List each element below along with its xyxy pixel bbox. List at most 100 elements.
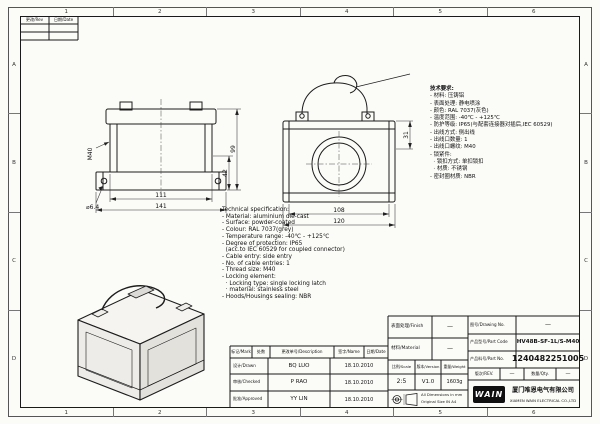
zone-label: 4 <box>299 7 394 16</box>
front-view: 111 141 99 42 M40 ⌀6.4 <box>86 99 241 213</box>
rev-header-description: 更改单号/Description <box>281 348 323 354</box>
weight-label: 重量/Weight <box>443 363 466 369</box>
drawing-no-value: — <box>545 321 551 329</box>
note-line: - 密封圈材质: NBR <box>430 173 476 180</box>
rev-header-mark: 标记/Mark <box>231 348 251 354</box>
zone-label: 1 <box>64 409 69 416</box>
company-name-en: XIAMEN WAIN ELECTRICAL CO.,LTD <box>509 398 577 404</box>
center-lines <box>306 131 372 197</box>
note-line: - Cable entry: side entry <box>222 253 292 260</box>
material-value: — <box>447 345 453 353</box>
dim-lower-height: 42 <box>222 169 229 177</box>
notes-en-title: Technical specification: <box>222 207 289 213</box>
scale-value: 2:5 <box>396 378 407 386</box>
note-line: - 出线口螺纹: M40 <box>430 144 476 151</box>
zone-strip-right: A B C D <box>580 16 592 408</box>
signature-role: 设计/Drawn <box>233 362 256 368</box>
dim-boss: 31 <box>403 131 410 139</box>
part-no-label: 产品料号/Part No. <box>470 356 504 362</box>
drawing-no-label: 图号/Drawing No. <box>470 321 505 327</box>
dim-overall-width: 141 <box>155 203 167 210</box>
zone-label: C <box>8 211 20 310</box>
latch-lug <box>361 111 375 122</box>
part-code-value: HV48B-SF-1L/S-M40 <box>516 339 580 346</box>
rev-header-count: 处数 <box>256 348 266 354</box>
zone-label: A <box>584 61 588 68</box>
notes-cn-title: 技术要求: <box>430 86 454 92</box>
qty-value: — <box>565 371 571 377</box>
note-line: - Locking element: <box>222 274 276 281</box>
hole-callout: ⌀6.4 <box>86 204 99 211</box>
dim-body-width: 108 <box>333 207 345 214</box>
dim-overall-width: 120 <box>333 218 345 225</box>
note-line: - 锁紧件: <box>430 151 452 158</box>
note-line: - Temperature range: -40℃ - +125℃ <box>222 233 330 240</box>
mm-note: All Dimensions in mm <box>421 392 463 397</box>
rev-strip-col1-label: 更改/Rev <box>25 16 44 22</box>
dim-body-width: 111 <box>155 192 167 199</box>
latch-lug <box>175 302 193 312</box>
zone-label: C <box>580 211 592 310</box>
latch-pivot-lug <box>189 101 203 111</box>
signature-name: BQ LUO <box>288 362 310 369</box>
note-line: - 出线口数量: 1 <box>430 137 468 144</box>
hood-body-side <box>282 120 396 203</box>
latch-pivot-lug <box>119 101 133 111</box>
zone-label: D <box>580 309 592 408</box>
finish-label: 表面处理/Finish <box>391 324 424 330</box>
latch-plate <box>127 285 155 299</box>
company-logo: WAIN <box>473 386 505 403</box>
note-line: · material: stainless steel <box>222 287 299 294</box>
weight-value: 1603g <box>446 379 463 385</box>
latch-lug <box>91 308 109 318</box>
zone-label: B <box>580 113 592 211</box>
note-line: - 材料: 压铸铝 <box>430 93 465 100</box>
mounting-hole <box>214 177 222 185</box>
zone-label: 5 <box>393 7 487 16</box>
latch-handle-line <box>355 73 411 88</box>
note-line: - Colour: RAL 7037(grey) <box>222 227 294 234</box>
note-line: - Degree of protection: IP65 <box>222 240 303 247</box>
note-line: · Locking type: single locking latch <box>222 280 326 287</box>
dim-height: 99 <box>230 145 237 153</box>
zone-label: D <box>8 309 20 408</box>
zone-label: 3 <box>206 408 300 417</box>
material-label: 材料/Material <box>391 346 420 352</box>
zone-label: 5 <box>393 408 487 417</box>
zone-label: 2 <box>112 408 207 417</box>
company-name-cn: 厦门唯恩电气有限公司 <box>512 386 574 394</box>
latch-hook <box>333 75 358 94</box>
note-line: · 材质: 不锈钢 <box>430 166 468 173</box>
rev-header-date: 日期/Date <box>366 348 386 354</box>
note-line: - Hoods/Housings sealing: NBR <box>222 294 312 301</box>
zone-label: 3 <box>206 7 300 16</box>
note-line: - Thread size: M40 <box>222 267 276 274</box>
signature-name: P RAO <box>290 379 308 386</box>
part-code-label: 产品型号/Part Code <box>470 339 508 345</box>
zone-label: 4 <box>299 408 394 417</box>
side-face <box>139 313 205 401</box>
part-no-value: 1240482251005 <box>511 354 585 364</box>
technical-notes-cn: 技术要求: - 材料: 压铸铝 - 表面处理: 静电喷涂 - 颜色: RAL 7… <box>430 86 580 181</box>
version-value: V1.0 <box>421 378 435 385</box>
size-note: Original Size IN A4 <box>421 399 457 404</box>
sheet-inner-border <box>20 16 580 408</box>
thread-label: M40 <box>87 147 94 160</box>
rev-value: — <box>509 371 515 377</box>
signature-name: YY LIN <box>290 396 308 403</box>
note-line: - 温度范围: -40℃ - +125℃ <box>430 115 500 122</box>
zone-label: 2 <box>112 7 207 16</box>
perspective-view <box>77 285 205 401</box>
zone-strip-left: A B C D <box>8 16 20 408</box>
zone-label: 1 <box>64 8 69 15</box>
scale-label: 比例/Scale <box>391 363 412 369</box>
note-line: · 锁扣方式: 单扣锁扣 <box>430 158 484 165</box>
projection-symbol <box>391 393 418 406</box>
rev-label: 版次/REV. <box>474 370 494 376</box>
latch-bail <box>101 285 166 311</box>
signature-date: 18.10.2010 <box>344 363 374 369</box>
note-line: - Material: aluminium die-cast <box>222 213 309 220</box>
rev-strip-col2-label: 日期/Date <box>53 16 74 22</box>
zone-label: 6 <box>486 408 581 417</box>
